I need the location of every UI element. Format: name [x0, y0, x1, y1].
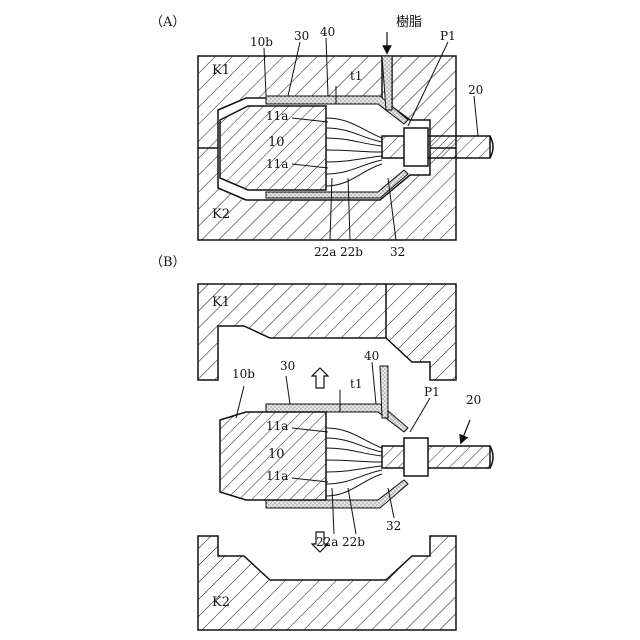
label-22b-a: 22b	[340, 245, 363, 259]
label-k2-b: K2	[212, 595, 230, 610]
label-20-a: 20	[468, 83, 483, 97]
mold-k1-b	[198, 284, 456, 380]
up-arrow-b	[312, 368, 328, 388]
label-11a-top-b: 11a	[266, 419, 288, 433]
label-30-a: 30	[294, 29, 309, 43]
label-32-a: 32	[390, 245, 405, 259]
mold-k2-b	[198, 536, 456, 630]
label-p1-a: P1	[440, 29, 456, 43]
label-40-b: 40	[364, 349, 379, 363]
label-20-b: 20	[466, 393, 481, 407]
label-32-b: 32	[386, 519, 401, 533]
label-k1-a: K1	[212, 63, 230, 78]
panel-a: （A）	[150, 15, 493, 259]
label-10-b: 10	[268, 447, 285, 462]
cable-20-b	[382, 438, 493, 476]
label-p1-b: P1	[424, 385, 440, 399]
label-t1-a: t1	[350, 69, 362, 83]
label-30-b: 30	[280, 359, 295, 373]
cable-arrow-b	[462, 420, 470, 440]
label-10-a: 10	[268, 135, 285, 150]
label-40-a: 40	[320, 25, 335, 39]
label-k2-a: K2	[212, 207, 230, 222]
label-11a-bot-a: 11a	[266, 157, 288, 171]
label-22a-a: 22a	[314, 245, 336, 259]
label-22b-b: 22b	[342, 535, 365, 549]
label-10b-a: 10b	[250, 35, 273, 49]
label-10b-b: 10b	[232, 367, 255, 381]
label-11a-top-a: 11a	[266, 109, 288, 123]
panel-b-title: （B）	[150, 255, 186, 270]
label-11a-bot-b: 11a	[266, 469, 288, 483]
panel-a-title: （A）	[150, 15, 185, 30]
panel-b: （B）	[150, 255, 493, 630]
label-22a-b: 22a	[316, 535, 338, 549]
label-k1-b: K1	[212, 295, 230, 310]
wires-b	[326, 428, 382, 496]
label-resin-a: 樹脂	[396, 15, 422, 30]
label-t1-b: t1	[350, 377, 362, 391]
